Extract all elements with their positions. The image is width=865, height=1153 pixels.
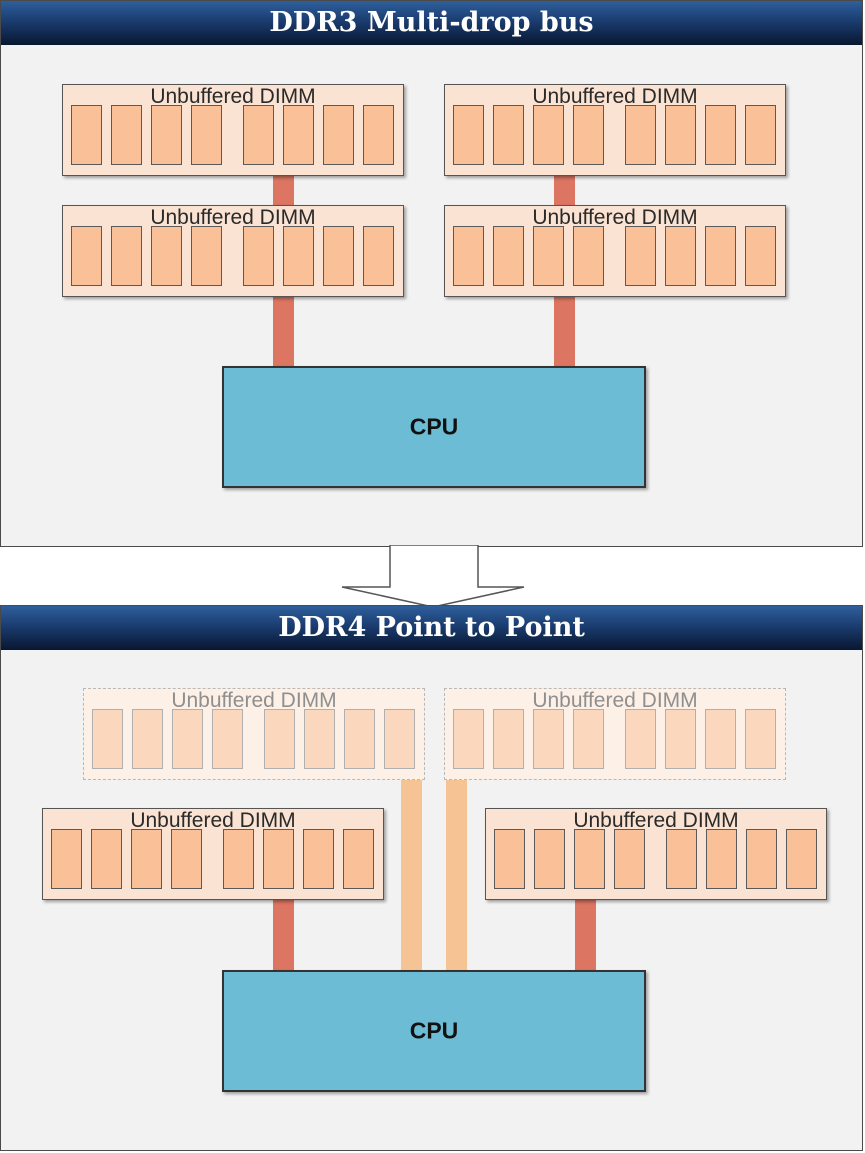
dimm-label: Unbuffered DIMM <box>150 206 316 229</box>
ddr4-bus-far-right <box>446 774 467 972</box>
ddr4-dimm-far-right: Unbuffered DIMM <box>444 688 786 780</box>
ddr4-bus-near-right <box>575 896 596 972</box>
memory-chip <box>533 105 564 165</box>
dimm-label: Unbuffered DIMM <box>150 85 316 108</box>
ddr4-cpu: CPU <box>222 970 646 1092</box>
memory-chip <box>92 709 123 769</box>
memory-chip <box>705 226 736 286</box>
memory-chip <box>705 105 736 165</box>
memory-chip <box>304 709 335 769</box>
memory-chip <box>131 829 162 889</box>
memory-chip <box>746 829 777 889</box>
memory-chip <box>625 226 656 286</box>
ddr3-dimm-top-right: Unbuffered DIMM <box>444 84 786 176</box>
memory-chip <box>132 709 163 769</box>
memory-chip <box>263 829 294 889</box>
ddr3-dimm-bottom-right: Unbuffered DIMM <box>444 205 786 297</box>
memory-chip <box>745 226 776 286</box>
memory-chip <box>665 226 696 286</box>
dimm-label: Unbuffered DIMM <box>532 85 698 108</box>
memory-chip <box>71 226 102 286</box>
memory-chip <box>705 709 736 769</box>
memory-chip <box>493 226 524 286</box>
memory-chip <box>172 709 203 769</box>
memory-chip <box>493 105 524 165</box>
ddr4-bus-near-left <box>273 896 294 972</box>
memory-chip <box>243 226 274 286</box>
memory-chip <box>706 829 737 889</box>
memory-chip <box>111 105 142 165</box>
dimm-label: Unbuffered DIMM <box>532 689 698 712</box>
memory-chip <box>191 105 222 165</box>
ddr4-dimm-near-right: Unbuffered DIMM <box>485 808 827 900</box>
memory-chip <box>573 226 604 286</box>
down-arrow-icon <box>341 545 525 608</box>
dimm-label: Unbuffered DIMM <box>532 206 698 229</box>
memory-chip <box>573 709 604 769</box>
memory-chip <box>71 105 102 165</box>
memory-chip <box>614 829 645 889</box>
memory-chip <box>151 226 182 286</box>
ddr3-dimm-top-left: Unbuffered DIMM <box>62 84 404 176</box>
memory-chip <box>111 226 142 286</box>
ddr4-panel-title: DDR4 Point to Point <box>1 606 862 650</box>
memory-chip <box>533 709 564 769</box>
memory-chip <box>344 709 375 769</box>
memory-chip <box>786 829 817 889</box>
ddr3-cpu: CPU <box>222 366 646 488</box>
memory-chip <box>212 709 243 769</box>
memory-chip <box>151 105 182 165</box>
ddr3-dimm-bottom-left: Unbuffered DIMM <box>62 205 404 297</box>
memory-chip <box>574 829 605 889</box>
memory-chip <box>745 709 776 769</box>
memory-chip <box>323 105 354 165</box>
memory-chip <box>453 105 484 165</box>
cpu-label: CPU <box>409 413 459 440</box>
ddr4-bus-far-left <box>401 774 422 972</box>
memory-chip <box>223 829 254 889</box>
dimm-label: Unbuffered DIMM <box>171 689 337 712</box>
ddr4-dimm-far-left: Unbuffered DIMM <box>83 688 425 780</box>
dimm-label: Unbuffered DIMM <box>130 809 296 832</box>
ddr3-panel-title: DDR3 Multi-drop bus <box>1 1 862 45</box>
memory-chip <box>534 829 565 889</box>
memory-chip <box>243 105 274 165</box>
memory-chip <box>453 709 484 769</box>
memory-chip <box>264 709 295 769</box>
memory-chip <box>283 226 314 286</box>
memory-chip <box>625 709 656 769</box>
memory-chip <box>171 829 202 889</box>
memory-chip <box>51 829 82 889</box>
memory-chip <box>363 105 394 165</box>
ddr3-panel: DDR3 Multi-drop bus Unbuffered DIMM Unbu… <box>0 0 863 547</box>
memory-chip <box>494 829 525 889</box>
memory-chip <box>303 829 334 889</box>
memory-chip <box>323 226 354 286</box>
memory-chip <box>453 226 484 286</box>
cpu-label: CPU <box>409 1017 459 1044</box>
memory-chip <box>343 829 374 889</box>
memory-chip <box>665 709 696 769</box>
memory-chip <box>363 226 394 286</box>
dimm-label: Unbuffered DIMM <box>573 809 739 832</box>
memory-chip <box>745 105 776 165</box>
memory-chip <box>493 709 524 769</box>
memory-chip <box>666 829 697 889</box>
memory-chip <box>283 105 314 165</box>
memory-chip <box>191 226 222 286</box>
memory-chip <box>384 709 415 769</box>
memory-chip <box>665 105 696 165</box>
memory-chip <box>573 105 604 165</box>
memory-chip <box>625 105 656 165</box>
ddr4-dimm-near-left: Unbuffered DIMM <box>42 808 384 900</box>
ddr4-panel: DDR4 Point to Point Unbuffered DIMM Unbu… <box>0 605 863 1151</box>
memory-chip <box>533 226 564 286</box>
memory-chip <box>91 829 122 889</box>
